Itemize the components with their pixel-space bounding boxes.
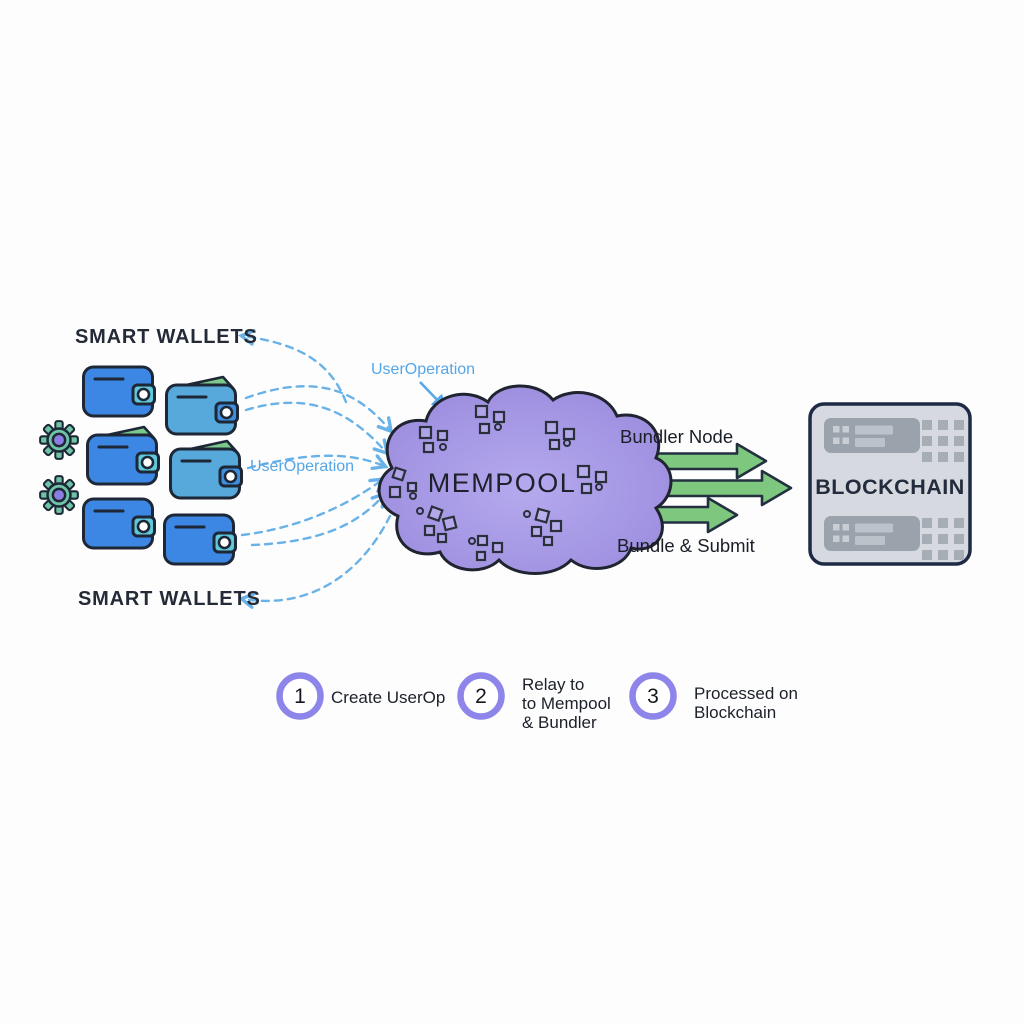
gear-icon bbox=[38, 419, 80, 461]
dot-grid-icon bbox=[922, 518, 964, 560]
step-number: 3 bbox=[647, 685, 659, 708]
step-text-line: Processed on bbox=[694, 684, 798, 703]
step-number-circle bbox=[457, 672, 505, 720]
wallet-icon bbox=[82, 365, 156, 418]
step-text-line: & Bundler bbox=[522, 713, 597, 732]
mempool-label: MEMPOOL bbox=[428, 468, 577, 498]
step-number: 1 bbox=[294, 685, 306, 708]
wallet-icon bbox=[163, 513, 237, 566]
legend: 1 Create UserOp 2 Relay to to Mempool & … bbox=[276, 672, 798, 732]
wallet-icon bbox=[82, 497, 156, 550]
dashed-arrow-to-label-icon bbox=[243, 514, 392, 601]
dot-grid-icon bbox=[922, 420, 964, 462]
step-text-line: to Mempool bbox=[522, 694, 611, 713]
wallet-icon bbox=[86, 433, 160, 486]
gear-icon bbox=[38, 474, 80, 516]
userop-label-mid: UserOperation bbox=[250, 458, 354, 475]
server-icon bbox=[824, 516, 920, 551]
dashed-arrow-icon bbox=[246, 456, 384, 468]
server-icon bbox=[824, 418, 920, 453]
legend-step-2: 2 Relay to to Mempool & Bundler bbox=[457, 672, 611, 732]
dashed-arrow-icon bbox=[250, 495, 384, 547]
bundle-submit-label: Bundle & Submit bbox=[617, 535, 755, 556]
step-text-line: Create UserOp bbox=[331, 688, 445, 707]
step-number-circle bbox=[276, 672, 324, 720]
legend-step-1: 1 Create UserOp bbox=[276, 672, 445, 720]
legend-step-3: 3 Processed on Blockchain bbox=[629, 672, 798, 722]
dashed-arrow-icon bbox=[244, 401, 386, 452]
mempool-cloud: MEMPOOL bbox=[377, 384, 673, 575]
wallet-icon bbox=[165, 383, 239, 436]
smart-wallets-label-bottom: SMART WALLETS bbox=[78, 588, 261, 610]
smart-wallets-group bbox=[38, 365, 243, 566]
step-number: 2 bbox=[475, 685, 487, 708]
transaction-square-icons bbox=[388, 404, 608, 562]
userop-dashed-arrows bbox=[242, 336, 390, 601]
bundler-node-label: Bundler Node bbox=[620, 426, 733, 447]
mempool-cloud-icon bbox=[377, 384, 673, 575]
blockchain-label: BLOCKCHAIN bbox=[815, 475, 965, 499]
wallet-icon bbox=[169, 447, 243, 500]
userop-label-top: UserOperation bbox=[371, 361, 475, 378]
dashed-arrow-to-label-icon bbox=[243, 336, 348, 404]
dashed-arrow-icon bbox=[244, 385, 390, 430]
dashed-arrow-icon bbox=[240, 480, 382, 537]
step-text-line: Blockchain bbox=[694, 703, 776, 722]
blockchain-node: BLOCKCHAIN bbox=[808, 402, 972, 566]
step-number-circle bbox=[629, 672, 677, 720]
smart-wallets-label-top: SMART WALLETS bbox=[75, 326, 258, 348]
step-text-line: Relay to bbox=[522, 675, 584, 694]
